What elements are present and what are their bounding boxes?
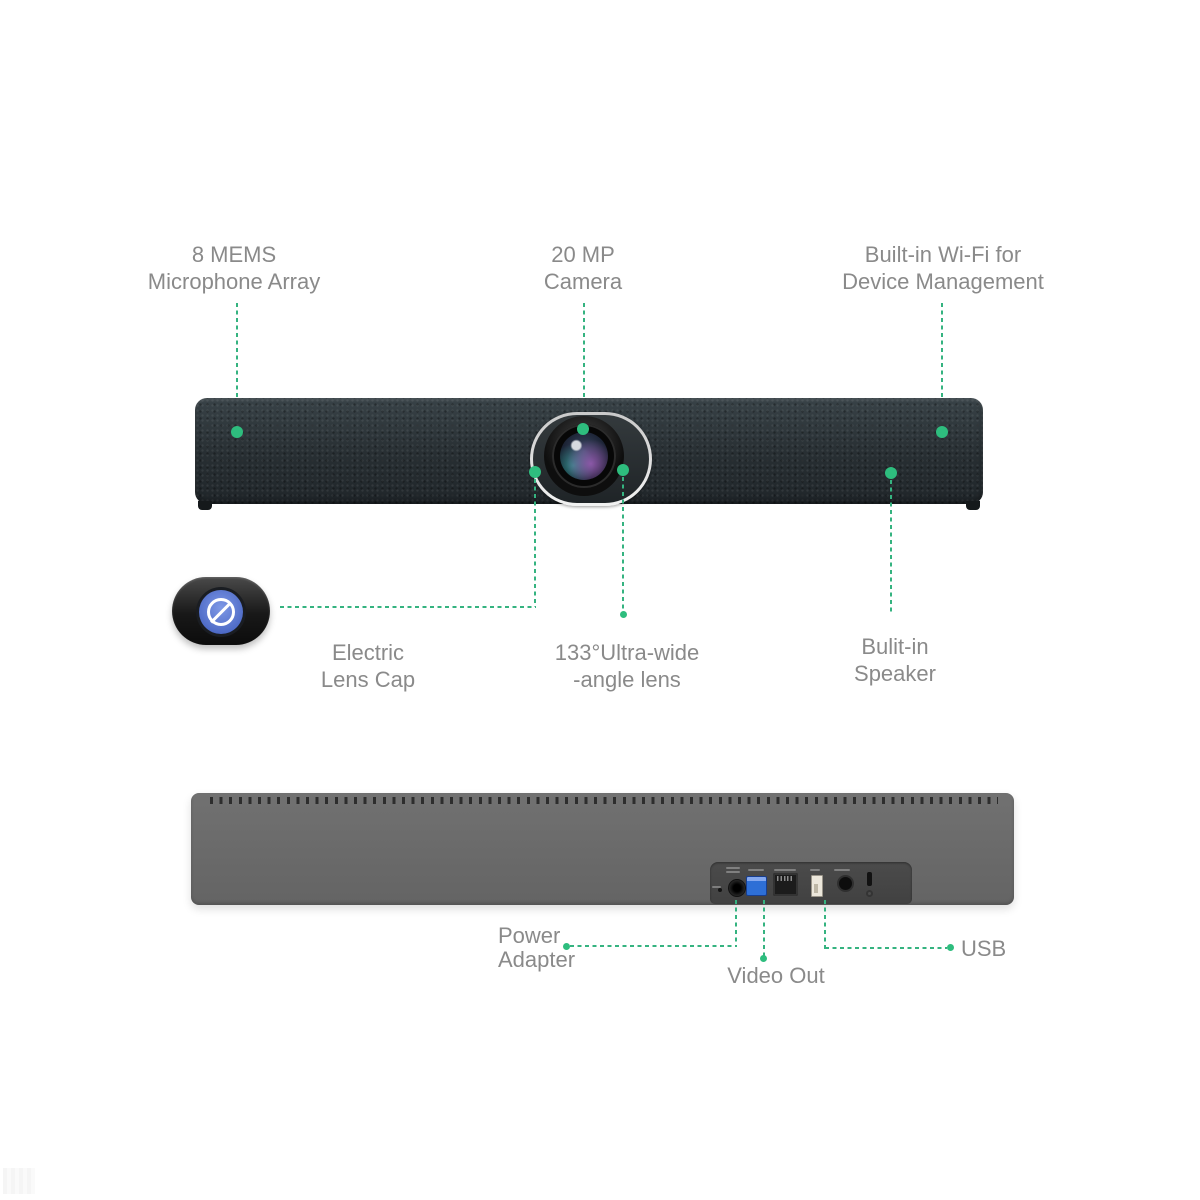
leader-line-camera xyxy=(583,303,585,422)
leader-line-usb-vertical xyxy=(824,900,826,949)
leader-line-power-vertical xyxy=(735,900,737,947)
ethernet-port xyxy=(773,873,798,896)
label-line: USB xyxy=(961,936,1007,961)
label-power-adapter: Power Adapter xyxy=(498,924,575,972)
label-wide-lens: 133°Ultra-wide -angle lens xyxy=(555,639,700,693)
usb-b-port xyxy=(746,876,767,896)
dc-power-jack-port xyxy=(728,879,746,897)
anchor-dot-wide-lens xyxy=(617,464,629,476)
reset-pinhole xyxy=(718,888,722,892)
audio-jack-port xyxy=(837,875,854,892)
label-line: -angle lens xyxy=(573,667,681,692)
label-usb: USB xyxy=(961,935,1006,962)
label-line: Lens Cap xyxy=(320,667,416,692)
rear-port-panel xyxy=(710,862,912,904)
label-line: Built-in Wi-Fi for xyxy=(864,242,1022,267)
label-line: Adapter xyxy=(498,947,576,972)
port-label-mark xyxy=(748,869,764,871)
label-camera: 20 MP Camera xyxy=(544,241,622,295)
leader-line-usb-horizontal xyxy=(825,947,947,949)
label-line: Video Out xyxy=(727,963,825,988)
anchor-dot-mic xyxy=(231,426,243,438)
port-label-mark xyxy=(726,871,740,873)
label-line: Bulit-in xyxy=(861,634,929,659)
anchor-dot-lens-cap xyxy=(529,466,541,478)
device-foot-left xyxy=(198,501,212,510)
leader-line-speaker xyxy=(890,480,892,614)
port-label-mark xyxy=(810,869,820,871)
leader-line-power-horizontal xyxy=(570,945,737,947)
leader-line-wide-lens xyxy=(622,477,624,610)
port-label-mark xyxy=(774,869,796,871)
device-foot-right xyxy=(966,501,980,510)
security-lock-ring xyxy=(866,890,873,897)
port-label-mark xyxy=(712,886,721,888)
lens-cap-blocked-icon xyxy=(199,590,243,634)
label-line: Speaker xyxy=(854,661,936,686)
videobar-rear-view xyxy=(191,793,1014,905)
label-wifi: Built-in Wi-Fi for Device Management xyxy=(842,241,1044,295)
anchor-dot-speaker xyxy=(885,467,897,479)
label-line: Power xyxy=(498,923,561,948)
leader-end-dot-wide-lens xyxy=(620,611,627,618)
label-video-out: Video Out xyxy=(727,962,824,989)
ventilation-slots xyxy=(210,797,998,804)
camera-lens-glass xyxy=(560,432,608,480)
label-line: Microphone Array xyxy=(147,269,321,294)
leader-end-dot-usb xyxy=(947,944,954,951)
label-lens-cap: Electric Lens Cap xyxy=(321,639,415,693)
port-label-mark xyxy=(834,869,850,871)
leader-line-wifi xyxy=(941,303,943,425)
leader-line-lens-cap-horizontal xyxy=(280,606,536,608)
prohibition-circle-icon xyxy=(207,598,235,626)
anchor-dot-camera xyxy=(577,423,589,435)
label-mic-array: 8 MEMS Microphone Array xyxy=(148,241,320,295)
label-speaker: Bulit-in Speaker xyxy=(854,633,936,687)
leader-end-dot-video-out xyxy=(760,955,767,962)
label-line: Electric xyxy=(331,640,405,665)
corner-artifact xyxy=(3,1168,35,1194)
leader-line-mic xyxy=(236,303,238,425)
leader-end-dot-power xyxy=(563,943,570,950)
port-label-mark xyxy=(726,867,740,869)
usb-a-tongue xyxy=(814,884,818,893)
anchor-dot-wifi xyxy=(936,426,948,438)
leader-line-lens-cap-vertical xyxy=(534,479,536,607)
leader-line-video-out xyxy=(763,900,765,956)
label-line: Camera xyxy=(543,269,623,294)
electric-lens-cap-device xyxy=(172,577,270,645)
label-line: 133°Ultra-wide xyxy=(554,640,700,665)
label-line: 8 MEMS xyxy=(191,242,277,267)
usb-a-port xyxy=(811,875,823,897)
security-lock-slot xyxy=(867,872,872,886)
label-line: Device Management xyxy=(842,269,1044,294)
label-line: 20 MP xyxy=(551,242,615,267)
ethernet-pins xyxy=(777,876,794,881)
